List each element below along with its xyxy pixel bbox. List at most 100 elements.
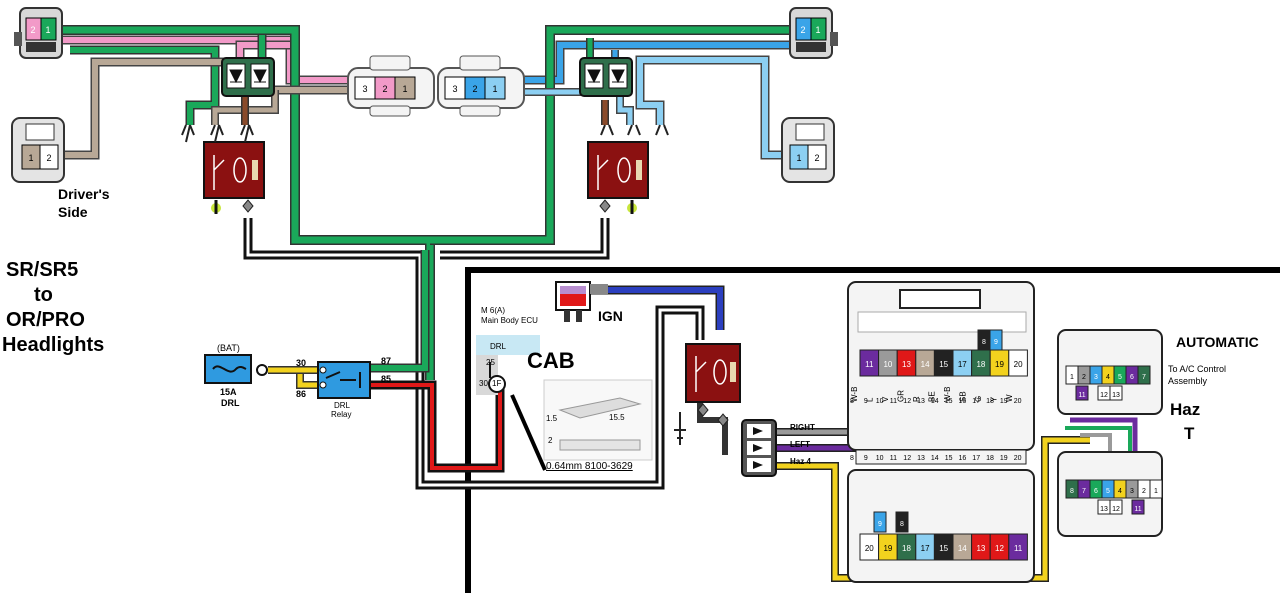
lower-top-label: 8: [900, 521, 904, 528]
pin-label: 1: [815, 25, 820, 35]
cab-label: CAB: [527, 348, 575, 373]
drl-relay-label-1: DRL: [334, 401, 351, 410]
upper-cell-label: 20: [1014, 360, 1023, 369]
ac-top-label: 13: [1112, 392, 1120, 399]
pin-label: 1: [796, 153, 801, 163]
ecu-line-2: Main Body ECU: [481, 316, 538, 325]
terminal-detail-illustration: [543, 379, 653, 461]
ac-bottom-label: 5: [1106, 488, 1110, 495]
relay-right: [587, 124, 669, 214]
pin-number-top: 18: [986, 398, 994, 405]
wire-color-code: BE: [928, 391, 937, 402]
lower-cell-label: 20: [865, 544, 874, 553]
ecu-terminal: 1F: [492, 379, 502, 388]
fuse-rating-label: 15A: [220, 387, 237, 397]
relay-left: [181, 124, 265, 214]
signal-diode-block: [741, 419, 777, 477]
pin-number-bottom: 20: [1014, 455, 1022, 462]
wire-color-code: W-B: [850, 387, 859, 402]
pin-label: 1: [45, 25, 50, 35]
terminal-part-number: 0.64mm 8100-3629: [546, 461, 633, 472]
upper-connector-cell: [1008, 349, 1028, 377]
pin-label: 2: [30, 25, 35, 35]
wire-color-code: G: [974, 396, 983, 402]
drivers-low-connector: 1 2: [11, 117, 65, 183]
diode-block-right: [579, 57, 633, 97]
pin-number-top: 15: [945, 398, 953, 405]
lower-top-label: 9: [878, 521, 882, 528]
lower-cell-label: 17: [921, 544, 930, 553]
pin-number-top: 17: [972, 398, 980, 405]
ecu-line-1: M 6(A): [481, 306, 505, 315]
pin-number-bottom: 8: [850, 455, 854, 462]
drl-pin-86: 86: [296, 389, 307, 399]
ac-bottom-label: 6: [1094, 488, 1098, 495]
lower-cell-label: 11: [1014, 544, 1023, 553]
ac-top-label: 11: [1078, 392, 1085, 399]
fuse-bat-label: (BAT): [217, 343, 240, 353]
pin-label: 3: [362, 84, 367, 94]
upper-cell-label: 19: [995, 360, 1004, 369]
pin-number-bottom: 17: [972, 455, 980, 462]
ign-fuse-block: [555, 281, 608, 322]
ecu-pointer-line: [510, 394, 547, 471]
pin-number-bottom: 13: [917, 455, 925, 462]
wire-color-code: R: [912, 396, 921, 402]
terminal-dim-2: 15.5: [609, 413, 625, 422]
drivers-high-connector: 2 1: [14, 7, 63, 59]
drl-relay-label-2: Relay: [331, 410, 352, 419]
pin-number-bottom: 11: [890, 455, 897, 462]
ac-top-cell: [1075, 385, 1089, 401]
center-connector-right: 3 2 1: [437, 55, 525, 117]
title-line-1: SR/SR5: [6, 259, 79, 281]
title-line-4: Headlights: [2, 334, 105, 356]
bat-fuse: [204, 354, 268, 384]
pin-number-bottom: 15: [945, 455, 953, 462]
lower-cell-label: 18: [902, 544, 911, 553]
ac-bottom-label: 12: [1112, 506, 1120, 513]
signal-left-label: LEFT: [790, 440, 810, 449]
lower-connector-cell: [873, 511, 887, 533]
lower-connector-cell: [895, 511, 909, 533]
drivers-side-label-1: Driver's: [58, 186, 110, 202]
upper-cell-label: 17: [958, 360, 967, 369]
pin-label: 1: [402, 84, 407, 94]
wire-color-code: L: [866, 397, 875, 402]
pin-number-top: 8: [850, 398, 854, 405]
ac-top-label: 4: [1106, 374, 1110, 381]
wire-color-code: SB: [959, 391, 968, 402]
pin-number-bottom: 16: [959, 455, 967, 462]
ecu-pin-30: 30: [479, 379, 488, 388]
ac-top-cell: [1109, 385, 1123, 401]
relay-cab: [674, 343, 741, 445]
pin-number-top: 16: [959, 398, 967, 405]
pin-label: 2: [46, 153, 51, 163]
drl-pin-87: 87: [381, 356, 392, 366]
lower-cell-label: 14: [958, 544, 967, 553]
automatic-subtitle-2: Assembly: [1168, 376, 1208, 386]
pin-number-top: 19: [1000, 398, 1008, 405]
pin-label: 2: [472, 84, 477, 94]
haz-label-1: Haz: [1170, 400, 1201, 419]
passenger-high-connector: 2 1: [789, 7, 838, 59]
haz-label-2: T: [1184, 424, 1195, 443]
pin-number-top: 10: [876, 398, 884, 405]
drl-relay: [317, 361, 371, 399]
fuse-name-label: DRL: [221, 398, 240, 408]
ac-bottom-cell: [1149, 479, 1163, 499]
ac-bottom-cell: [1131, 499, 1145, 515]
ac-bottom-label: 3: [1130, 488, 1134, 495]
upper-connector-cell: [989, 329, 1003, 351]
pin-number-bottom: 18: [986, 455, 994, 462]
pin-number-bottom: 12: [903, 455, 911, 462]
ac-top-label: 7: [1142, 374, 1146, 381]
upper-top-label: 9: [994, 339, 998, 346]
pin-number-top: 13: [917, 398, 925, 405]
pin-number-top: 20: [1014, 398, 1022, 405]
ac-top-label: 5: [1118, 374, 1122, 381]
pin-number-top: 12: [903, 398, 911, 405]
terminal-dim-1: 1.5: [546, 414, 558, 423]
ac-bottom-label: 1: [1154, 488, 1158, 495]
